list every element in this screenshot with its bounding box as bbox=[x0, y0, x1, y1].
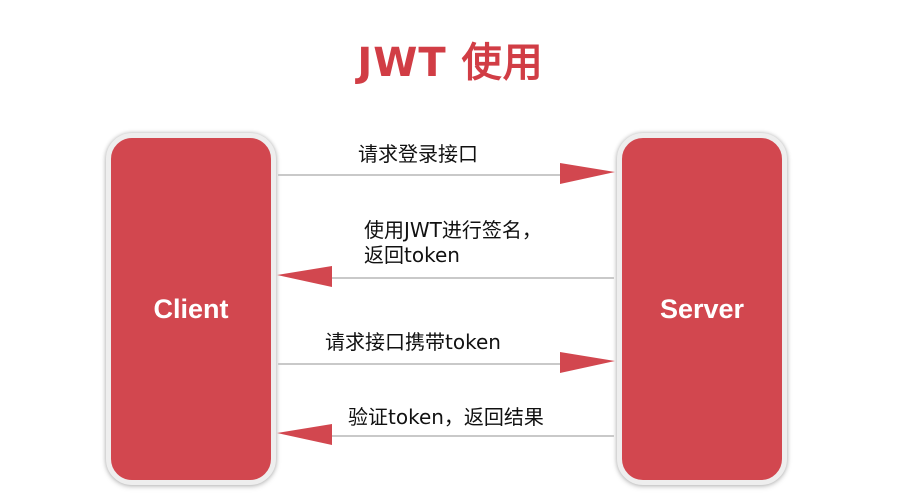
message-line: 返回token bbox=[364, 243, 460, 267]
message-label-return-token: 使用JWT进行签名， 返回token bbox=[364, 218, 542, 268]
server-box: Server bbox=[617, 133, 787, 485]
message-line: 请求登录接口 bbox=[358, 142, 478, 166]
server-label: Server bbox=[659, 293, 745, 324]
arrow-return-result bbox=[277, 424, 614, 445]
message-line: 验证token，返回结果 bbox=[348, 405, 544, 429]
message-line: 请求接口携带token bbox=[325, 330, 501, 354]
arrow-return-token bbox=[277, 266, 614, 287]
message-line: 使用JWT进行签名， bbox=[364, 218, 542, 242]
client-label: Client bbox=[153, 293, 229, 324]
message-label-request-with-token: 请求接口携带token bbox=[325, 330, 501, 355]
message-label-request-login: 请求登录接口 bbox=[358, 142, 478, 167]
message-label-return-result: 验证token，返回结果 bbox=[348, 405, 544, 430]
arrow-request-login bbox=[278, 163, 615, 184]
arrow-request-with-token bbox=[278, 352, 615, 373]
client-box: Client bbox=[106, 133, 276, 485]
diagram-title: JWT 使用 bbox=[357, 40, 544, 86]
